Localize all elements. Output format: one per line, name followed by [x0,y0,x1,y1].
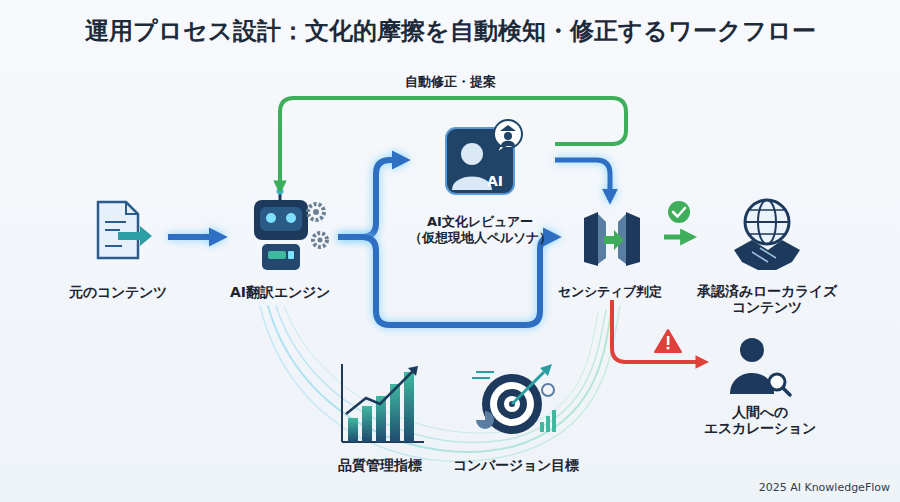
check-badge [668,201,690,223]
output-node: 承認済みローカライズ コンテンツ [692,195,842,315]
diagram-title: 運用プロセス設計：文化的摩擦を自動検知・修正するワークフロー [0,16,900,46]
flow-connector [664,235,692,240]
flow-connector [338,160,405,237]
target-icon [472,364,556,434]
node-label: コンバージョン目標 [453,457,579,473]
flow-connector [555,160,610,200]
flow-connector [280,98,626,190]
escalation-node: 人間への エスカレーション [705,330,815,436]
globe-handshake-icon [734,200,800,270]
glow-waves [260,306,620,461]
node-label: AI翻訳エンジン [230,284,330,300]
goal-node: コンバージョン目標 [448,355,583,473]
edge-label: 自動修正・提案 [370,74,530,90]
warning-badge [655,330,681,352]
gate-icon [584,212,640,266]
reviewer-node: AI文化レビュアー （仮想現地人ペルソナ） [405,122,555,246]
node-label: センシティブ判定 [558,284,662,300]
node-label: AI文化レビュアー （仮想現地人ペルソナ） [405,214,555,246]
icon-text: AI [480,172,510,190]
node-label: 承認済みローカライズ コンテンツ [692,283,842,315]
node-label: 品質管理指標 [338,457,422,473]
document-icon [98,202,152,258]
flow-connector [612,300,705,362]
bar-chart-icon [342,364,424,442]
flow-connector [338,237,556,325]
flow-connector [168,234,222,240]
engine-node: AI翻訳エンジン [222,190,338,300]
person-icon [730,338,790,395]
robot-icon [254,188,327,271]
watermark: 2025 AI KnowledgeFlow [700,480,890,496]
source-node: 元のコンテンツ [68,196,168,300]
node-label: 人間への エスカレーション [704,404,816,436]
metric-node: 品質管理指標 [325,355,435,473]
decision-gate: センシティブ判定 [556,200,664,300]
node-label: 元のコンテンツ [69,284,167,300]
reviewer-icon [446,120,522,194]
